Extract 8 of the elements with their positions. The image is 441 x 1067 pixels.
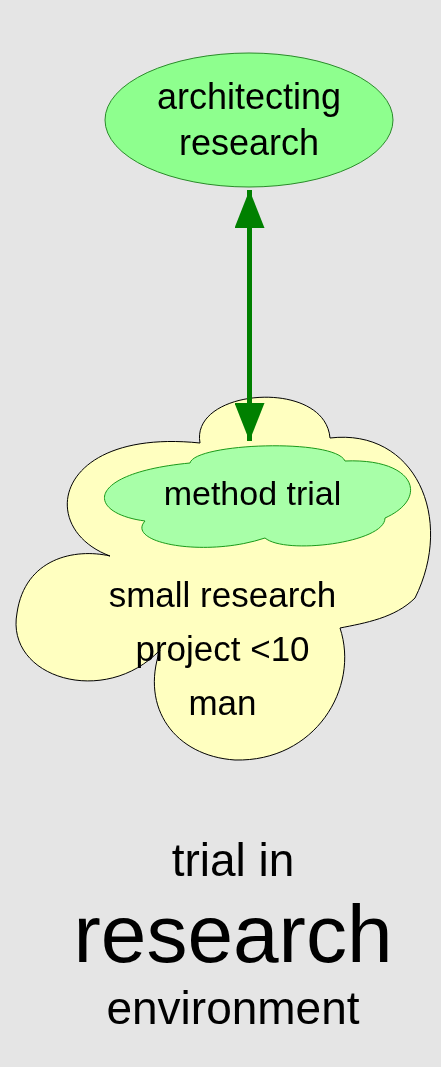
- caption-text: research: [73, 888, 393, 980]
- ellipse-node: [104, 52, 394, 188]
- caption-text: trial in: [171, 833, 295, 888]
- node-label: small research project <10 man: [107, 574, 338, 724]
- node-label: architecting research: [155, 75, 343, 165]
- node-label: method trial: [162, 473, 343, 514]
- caption-text: environment: [106, 981, 360, 1036]
- arrow: [234, 190, 265, 441]
